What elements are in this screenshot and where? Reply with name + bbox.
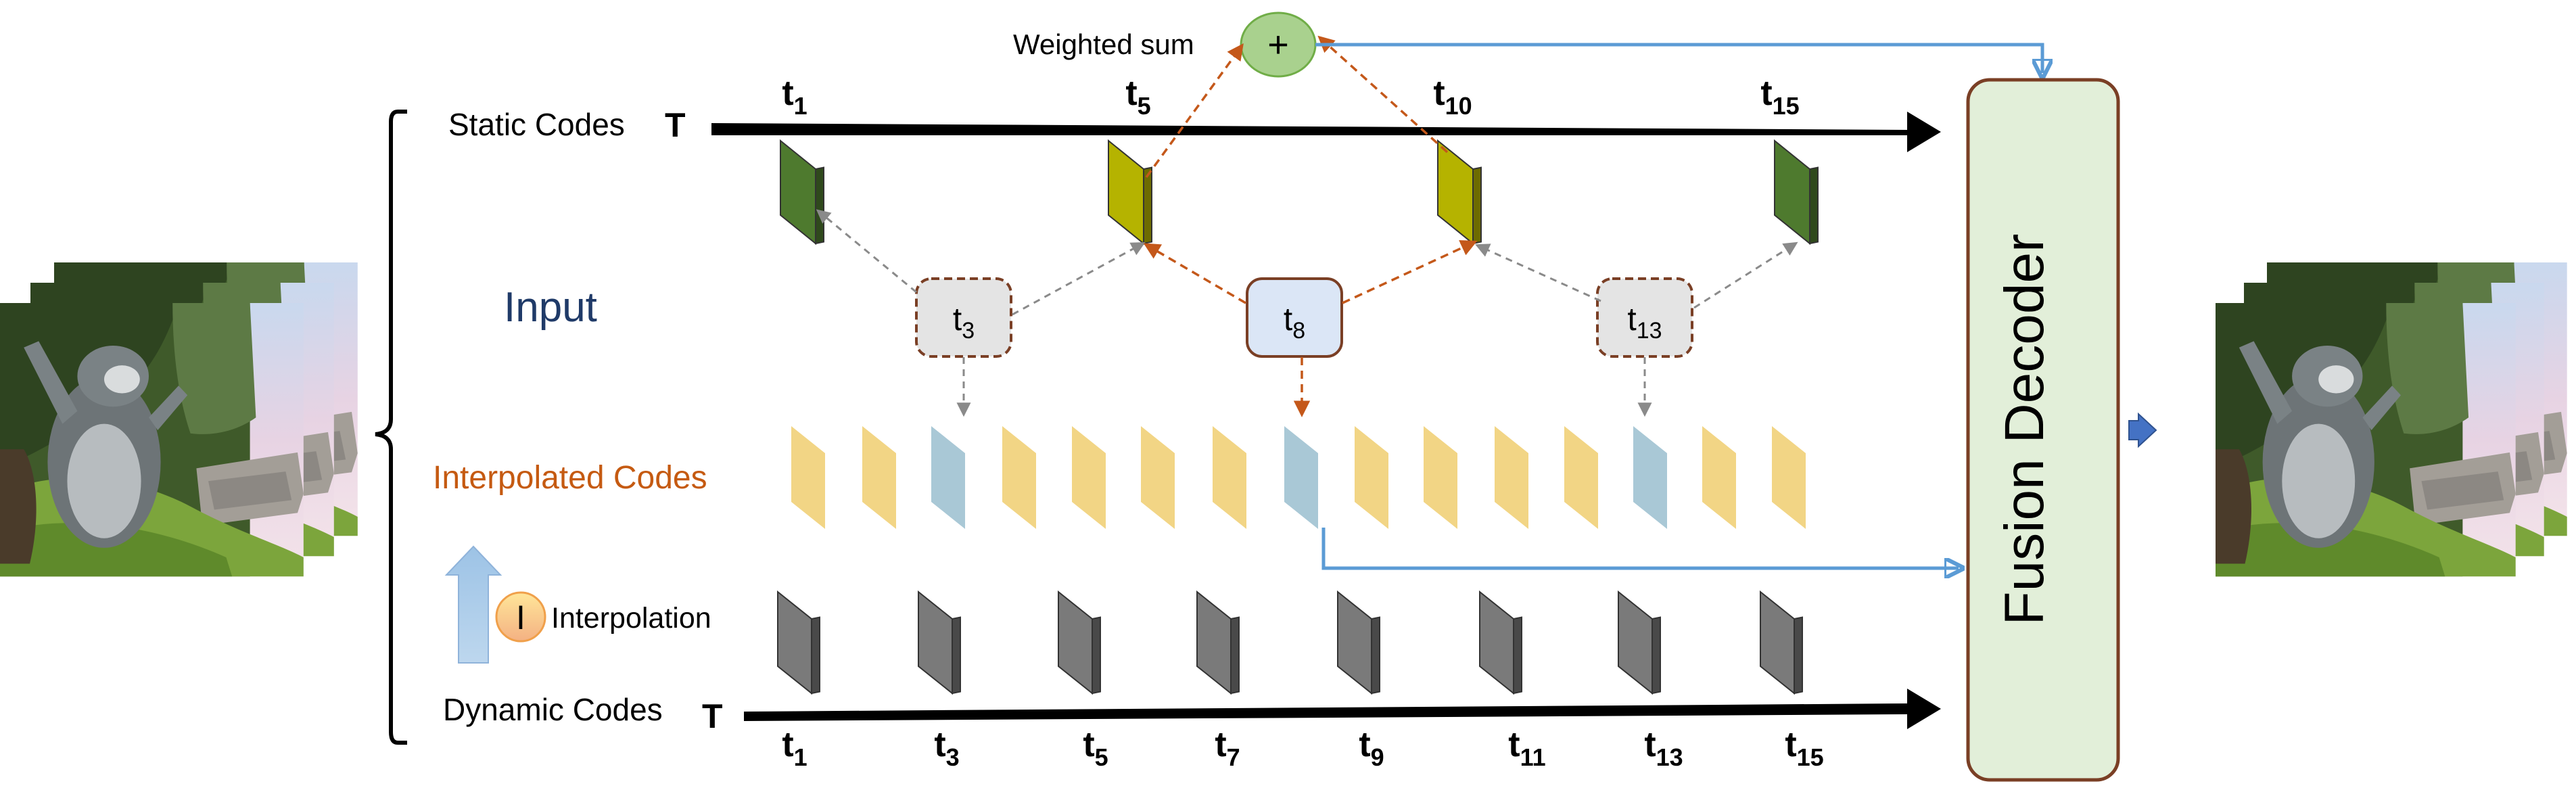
arrow-t3-to-t5 <box>1012 241 1146 316</box>
dynamic-code-tile <box>1058 590 1101 695</box>
interpolation-label: Interpolation <box>551 602 711 634</box>
dynamic-tick-label: t7 <box>1215 725 1240 771</box>
input-label: Input <box>504 284 597 331</box>
static-tick-label: t1 <box>782 74 807 120</box>
fusion-decoder-box <box>1966 78 2120 782</box>
weighted-sum-plus: + <box>1267 24 1289 65</box>
dynamic-code-tile <box>1337 590 1380 695</box>
input-node: t3 <box>915 277 1012 358</box>
dynamic-time-symbol: T <box>702 697 723 735</box>
static-tick-label: t10 <box>1433 74 1472 120</box>
interpolation-icon <box>495 591 546 643</box>
static-code-tiles <box>780 139 1819 246</box>
arrow-t10-to-sum <box>1317 35 1449 154</box>
arrow-t13-to-t15 <box>1693 241 1798 309</box>
output-video-frames <box>2216 262 2567 577</box>
arrow-sum-to-decoder <box>1315 43 2042 73</box>
interpolated-code-tile <box>1355 426 1388 529</box>
static-codes-label: Static Codes <box>448 107 625 142</box>
input-node-label: t8 <box>1284 302 1305 344</box>
input-brace <box>375 110 407 745</box>
decoder-to-output-arrow <box>2128 412 2157 448</box>
static-timeline-ticks: t1 t5 t10 t15 <box>782 74 1799 120</box>
dynamic-code-tile <box>1618 590 1661 695</box>
interpolated-code-tile <box>1772 426 1806 529</box>
dynamic-tick-label: t9 <box>1359 725 1384 771</box>
dynamic-tick-label: t15 <box>1785 725 1823 771</box>
arrow-t3-to-t1 <box>816 209 917 294</box>
dynamic-code-tiles <box>777 590 1803 695</box>
static-timeline-arrow <box>711 112 1941 152</box>
dynamic-tick-label: t13 <box>1644 725 1683 771</box>
static-time-symbol: T <box>665 106 686 144</box>
input-node-label: t13 <box>1627 302 1662 344</box>
fusion-decoder-label: Fusion Decoder <box>1994 234 2055 626</box>
dynamic-code-tile <box>777 590 820 695</box>
static-code-tile <box>780 139 824 246</box>
interpolated-code-tile <box>1424 426 1457 529</box>
static-code-tile <box>1108 139 1152 246</box>
input-node-label: t3 <box>953 302 975 344</box>
interpolated-code-tile <box>1564 426 1598 529</box>
interpolated-code-tile <box>862 426 896 529</box>
dynamic-timeline-arrow <box>744 689 1941 729</box>
input-node: t8 <box>1246 277 1343 358</box>
static-tick-label: t5 <box>1125 74 1150 120</box>
interpolated-code-tile <box>791 426 825 529</box>
interpolation-icon-glyph: I <box>516 599 525 636</box>
interpolated-codes-label: Interpolated Codes <box>433 460 707 496</box>
arrow-t8-to-t10 <box>1342 240 1478 304</box>
dynamic-tick-label: t11 <box>1508 725 1545 771</box>
interpolated-code-tile <box>1002 426 1036 529</box>
interpolated-code-tile <box>1495 426 1528 529</box>
arrow-t5-to-sum <box>1145 43 1244 179</box>
dynamic-tick-label: t3 <box>934 725 959 771</box>
interpolated-code-tile <box>1633 426 1667 529</box>
static-code-tile <box>1774 139 1819 246</box>
interpolated-code-tile <box>1213 426 1246 529</box>
interpolated-code-tiles <box>791 426 1806 529</box>
interpolated-code-tile <box>931 426 965 529</box>
input-node: t13 <box>1596 277 1693 358</box>
dynamic-code-tile <box>1760 590 1803 695</box>
dynamic-code-tile <box>1196 590 1240 695</box>
arrow-t13-to-t10 <box>1475 244 1601 302</box>
static-tick-label: t15 <box>1760 74 1799 120</box>
dynamic-timeline-ticks: t1 t3 t5 t7 t9 t11 t13 t15 <box>782 725 1823 771</box>
arrow-t8-to-t5 <box>1143 243 1246 304</box>
dynamic-code-tile <box>1479 590 1522 695</box>
input-frame-nodes: t3 t8 t13 <box>915 277 1693 358</box>
interpolated-code-tile <box>1284 426 1318 529</box>
weighted-sum-label: Weighted sum <box>1013 28 1194 60</box>
arrow-t8code-to-decoder <box>1321 528 1959 568</box>
dynamic-tick-label: t5 <box>1083 725 1108 771</box>
interpolated-code-tile <box>1702 426 1736 529</box>
static-code-tile <box>1437 139 1482 246</box>
interpolated-code-tile <box>1141 426 1175 529</box>
dynamic-codes-label: Dynamic Codes <box>443 692 663 727</box>
dynamic-code-tile <box>918 590 961 695</box>
interpolated-code-tile <box>1072 426 1106 529</box>
interpolation-up-arrow <box>444 545 502 664</box>
input-video-frames <box>0 262 358 577</box>
dynamic-tick-label: t1 <box>782 725 807 771</box>
